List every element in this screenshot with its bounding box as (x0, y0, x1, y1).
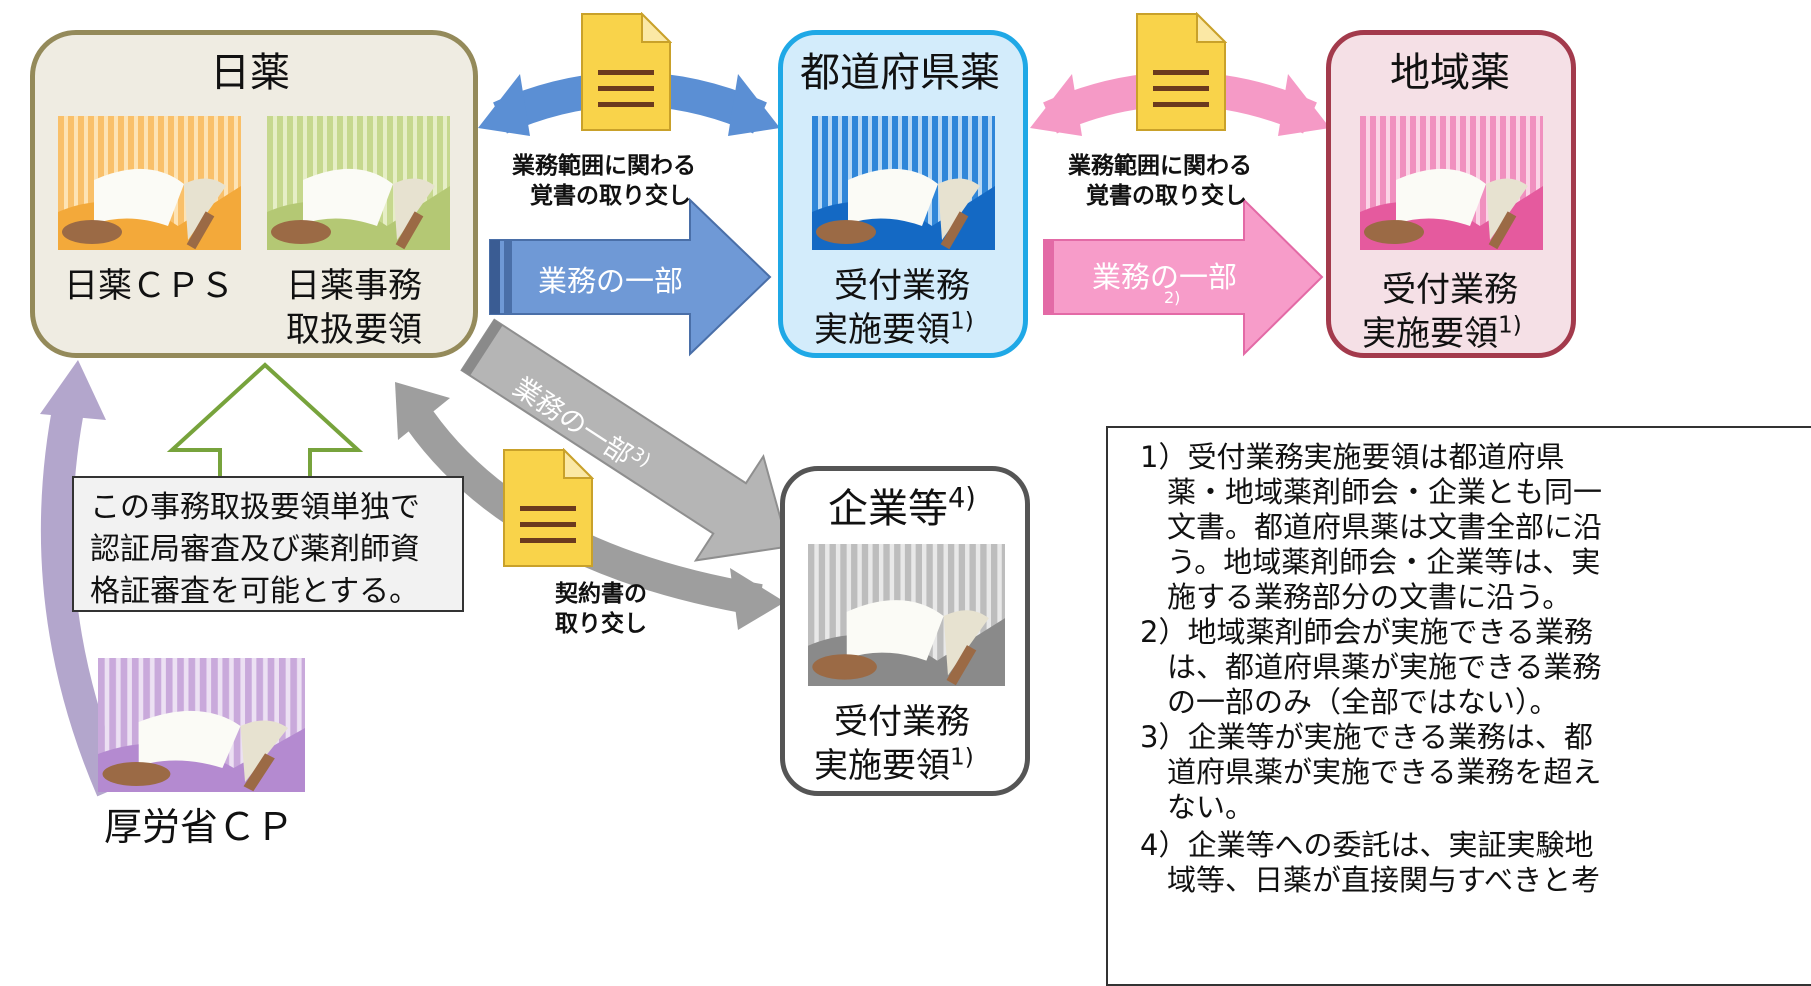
chiiki-book-icon (1360, 116, 1543, 250)
jimu-book-icon (267, 116, 450, 250)
kigyo-title-text: 企業等 (828, 486, 948, 532)
note-line-10: 道府県薬が実施できる業務を超え (1167, 755, 1602, 789)
note-line-7: は、都道府県薬が実施できる業務 (1167, 650, 1602, 684)
note-line-13: 域等、日薬が直接関与すべきと考 (1167, 863, 1600, 897)
arrows-layer (40, 72, 1330, 797)
contract-label-line2: 取り交し (555, 611, 647, 637)
note-line-4: う。地域薬剤師会・企業等は、実 (1167, 545, 1601, 579)
note-line-8: の一部のみ（全部ではない）。 (1167, 685, 1559, 719)
chiiki-doc-line1: 受付業務 (1382, 270, 1518, 310)
kigyo-title: 企業等4) (828, 476, 976, 534)
cps-label: 日薬ＣＰＳ (64, 266, 234, 306)
callout-line2: 認証局審査及び薬剤師資 (90, 532, 420, 567)
note-line-5: 施する業務部分の文書に沿う。 (1167, 580, 1572, 614)
note-line-3: 文書。都道府県薬は文書全部に沿 (1167, 510, 1603, 544)
callout-line3: 格証審査を可能とする。 (90, 574, 420, 609)
notes-box (1106, 426, 1811, 986)
kigyo-doc-line2: 実施要領1) (814, 738, 974, 787)
memo-doc-icon-2 (1135, 11, 1228, 136)
work-arrow-2 (1043, 197, 1324, 357)
todofuken-title: 都道府県薬 (800, 50, 1000, 96)
todofuken-doc-line2-text: 実施要領 (814, 310, 950, 350)
chiiki-doc-sup: 1) (1498, 312, 1522, 339)
cp-link-arrow (40, 360, 127, 797)
kigyo-doc-sup: 1) (950, 744, 974, 771)
chiiki-doc-line2-text: 実施要領 (1362, 314, 1498, 354)
note-line-9: 3）企業等が実施できる業務は、都 (1140, 720, 1593, 754)
note-line-2: 薬・地域薬剤師会・企業とも同一 (1167, 475, 1603, 509)
work-label-2: 業務の一部 (1092, 260, 1238, 294)
jimu-label-line1: 日薬事務 (286, 266, 422, 306)
todofuken-doc-line2: 実施要領1) (814, 302, 974, 351)
jimu-label-line2: 取扱要領 (286, 310, 422, 350)
kigyo-book-icon (808, 544, 1005, 686)
todofuken-doc-sup: 1) (950, 308, 974, 335)
memo-label-2-line1: 業務範囲に関わる (1068, 153, 1252, 179)
cp-label: 厚労省ＣＰ (104, 805, 295, 849)
todofuken-book-icon (812, 116, 995, 250)
chiiki-title: 地域薬 (1390, 50, 1510, 96)
memo-label-2-line2: 覚書の取り交し (1086, 183, 1247, 209)
work-label-1: 業務の一部 (538, 264, 684, 298)
work-label-2-sup: 2) (1164, 288, 1181, 307)
contract-doc-icon (502, 447, 595, 572)
memo-label-1-line2: 覚書の取り交し (530, 183, 691, 209)
note-line-1: 1）受付業務実施要領は都道府県 (1140, 440, 1565, 474)
contract-label-line1: 契約書の (555, 581, 647, 607)
kigyo-title-sup: 4) (948, 483, 976, 515)
memo-label-1-line1: 業務範囲に関わる (512, 153, 696, 179)
memo-doc-icon-1 (580, 11, 673, 136)
cp-book-icon (98, 658, 305, 792)
note-line-6: 2）地域薬剤師会が実施できる業務 (1140, 615, 1593, 649)
chiiki-doc-line2: 実施要領1) (1362, 306, 1522, 355)
note-line-11: ない。 (1167, 790, 1255, 824)
todofuken-doc-line1: 受付業務 (834, 266, 970, 306)
note-line-12: 4）企業等への委託は、実証実験地 (1140, 828, 1594, 862)
nichiyaku-title: 日薬 (210, 50, 290, 96)
callout-box (72, 476, 464, 612)
work-arrow-3 (460, 318, 790, 562)
work-arrow-1 (489, 197, 772, 357)
kigyo-doc-line1: 受付業務 (834, 702, 970, 742)
callout-line1: この事務取扱要領単独で (90, 490, 420, 525)
kigyo-doc-line2-text: 実施要領 (814, 746, 950, 786)
cps-book-icon (58, 116, 241, 250)
